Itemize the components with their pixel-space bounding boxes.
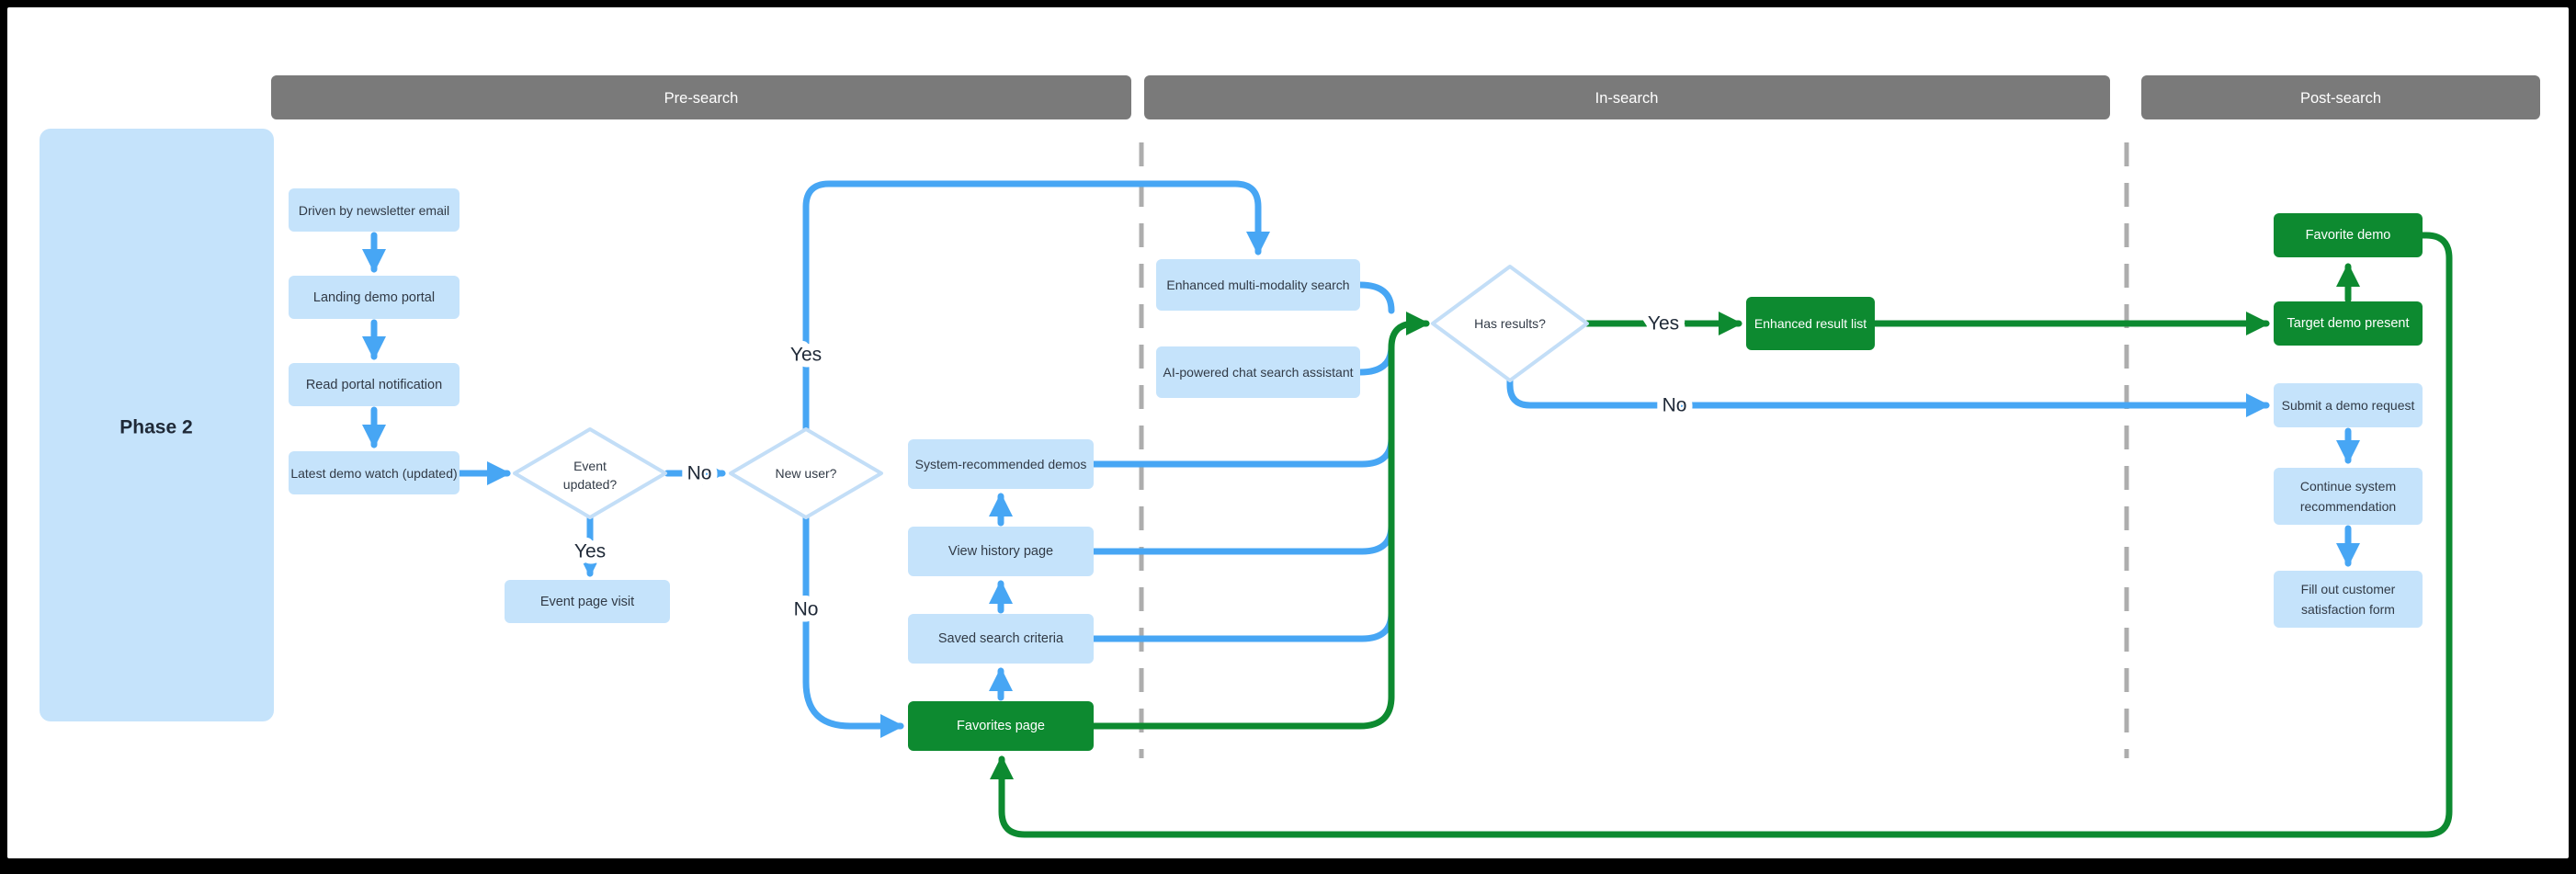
node-read-portal-notification-label: Read portal notification (306, 378, 442, 392)
node-fill-out-customer-satisfaction-form[interactable]: Fill out customer satisfaction form (2274, 571, 2423, 628)
edge-favorite-demo-return-to-favorites-page (990, 232, 2453, 838)
phase-2-lane[interactable]: Phase 2 (40, 129, 274, 721)
node-read-portal-notification[interactable]: Read portal notification (289, 363, 460, 406)
node-driven-by-newsletter-email[interactable]: Driven by newsletter email (289, 188, 460, 232)
lane-header-in-search: In-search (1144, 75, 2110, 119)
node-ai-chat-search-assistant-label: AI-powered chat search assistant (1163, 365, 1354, 380)
node-enhanced-result-list[interactable]: Enhanced result list (1746, 297, 1875, 350)
node-landing-demo-portal[interactable]: Landing demo portal (289, 276, 460, 319)
node-event-updated-label-line1: Event (573, 459, 607, 473)
lane-header-post-search-bar (2141, 75, 2540, 119)
edge-label-has-results-yes: Yes (1648, 313, 1679, 335)
node-favorite-demo-label: Favorite demo (2306, 228, 2391, 243)
node-enhanced-result-list-box[interactable] (1746, 297, 1875, 350)
node-favorite-demo-box[interactable] (2274, 213, 2423, 257)
node-event-updated[interactable]: Event updated? (513, 427, 667, 519)
node-new-user[interactable]: New user? (729, 427, 883, 519)
node-target-demo-present[interactable]: Target demo present (2274, 301, 2423, 346)
phase-2-box[interactable] (40, 129, 274, 721)
node-event-page-visit-label: Event page visit (540, 595, 634, 609)
node-submit-demo-request-label: Submit a demo request (2282, 398, 2415, 413)
node-enhanced-result-list-label: Enhanced result list (1754, 316, 1867, 331)
edge-has-results-no-to-submit-request (1506, 377, 2270, 417)
node-continue-system-recommendation-box[interactable] (2274, 468, 2423, 525)
node-latest-demo-watch-box[interactable] (289, 451, 460, 494)
node-continue-system-recommendation-label-line2: recommendation (2300, 499, 2396, 514)
node-ai-chat-search-assistant[interactable]: AI-powered chat search assistant (1156, 346, 1360, 398)
lane-header-in-search-bar (1144, 75, 2110, 119)
node-new-user-label: New user? (776, 466, 837, 481)
node-submit-demo-request-box[interactable] (2274, 383, 2423, 427)
node-fill-out-customer-satisfaction-form-label-line1: Fill out customer (2301, 582, 2396, 596)
node-landing-demo-portal-box[interactable] (289, 276, 460, 319)
node-enhanced-multi-modality-search-label: Enhanced multi-modality search (1166, 278, 1349, 292)
node-latest-demo-watch-label: Latest demo watch (updated) (290, 466, 457, 481)
node-has-results-label: Has results? (1474, 316, 1546, 331)
edge-favorites-to-has-results (1090, 312, 1430, 730)
node-event-updated-diamond[interactable] (513, 427, 667, 519)
node-continue-system-recommendation-label-line1: Continue system (2300, 479, 2396, 494)
edge-new-user-no-to-favorites (802, 514, 904, 738)
node-enhanced-multi-modality-search[interactable]: Enhanced multi-modality search (1156, 259, 1360, 311)
node-event-page-visit[interactable]: Event page visit (505, 580, 670, 623)
node-target-demo-present-label: Target demo present (2287, 316, 2410, 331)
diagram-canvas (7, 7, 2569, 858)
node-new-user-diamond[interactable] (729, 427, 883, 519)
node-has-results[interactable]: Has results? (1431, 265, 1589, 382)
node-saved-search-criteria[interactable]: Saved search criteria (908, 614, 1094, 664)
node-submit-demo-request[interactable]: Submit a demo request (2274, 383, 2423, 427)
lane-header-pre-search: Pre-search (271, 75, 1131, 119)
node-system-recommended-demos-box[interactable] (908, 439, 1094, 489)
lane-header-pre-search-label: Pre-search (664, 90, 739, 107)
node-fill-out-customer-satisfaction-form-box[interactable] (2274, 571, 2423, 628)
edge-label-new-user-no: No (794, 599, 819, 620)
edge-new-user-yes-to-enhanced-search (802, 180, 1270, 433)
node-favorites-page-label: Favorites page (957, 719, 1045, 733)
edge-label-event-updated-yes: Yes (574, 541, 606, 562)
node-event-updated-label-line2: updated? (563, 477, 618, 492)
lane-header-pre-search-bar (271, 75, 1131, 119)
lane-header-in-search-label: In-search (1595, 90, 1659, 107)
node-target-demo-present-box[interactable] (2274, 301, 2423, 346)
node-continue-system-recommendation[interactable]: Continue system recommendation (2274, 468, 2423, 525)
node-favorite-demo[interactable]: Favorite demo (2274, 213, 2423, 257)
node-has-results-diamond[interactable] (1431, 265, 1589, 382)
node-favorites-page[interactable]: Favorites page (908, 701, 1094, 751)
node-saved-search-criteria-label: Saved search criteria (938, 631, 1064, 646)
node-latest-demo-watch[interactable]: Latest demo watch (updated) (289, 451, 460, 494)
node-enhanced-multi-modality-search-box[interactable] (1156, 259, 1360, 311)
node-saved-search-criteria-box[interactable] (908, 614, 1094, 664)
node-system-recommended-demos-label: System-recommended demos (915, 457, 1087, 471)
lane-header-post-search-label: Post-search (2300, 90, 2381, 107)
node-ai-chat-search-assistant-box[interactable] (1156, 346, 1360, 398)
node-favorites-page-box[interactable] (908, 701, 1094, 751)
phase-2-label: Phase 2 (119, 417, 192, 438)
node-view-history-page-label: View history page (948, 544, 1053, 559)
node-read-portal-notification-box[interactable] (289, 363, 460, 406)
edge-label-has-results-no: No (1662, 395, 1687, 416)
node-view-history-page-box[interactable] (908, 527, 1094, 576)
node-event-page-visit-box[interactable] (505, 580, 670, 623)
node-fill-out-customer-satisfaction-form-label-line2: satisfaction form (2301, 602, 2395, 617)
node-driven-by-newsletter-email-box[interactable] (289, 188, 460, 232)
edge-enhanced-search-to-junction (1356, 281, 1395, 314)
node-landing-demo-portal-label: Landing demo portal (313, 290, 435, 305)
node-view-history-page[interactable]: View history page (908, 527, 1094, 576)
node-driven-by-newsletter-email-label: Driven by newsletter email (299, 203, 449, 218)
lane-header-post-search: Post-search (2141, 75, 2540, 119)
edge-label-new-user-yes: Yes (790, 345, 822, 366)
node-system-recommended-demos[interactable]: System-recommended demos (908, 439, 1094, 489)
edge-label-event-updated-no: No (687, 463, 712, 484)
